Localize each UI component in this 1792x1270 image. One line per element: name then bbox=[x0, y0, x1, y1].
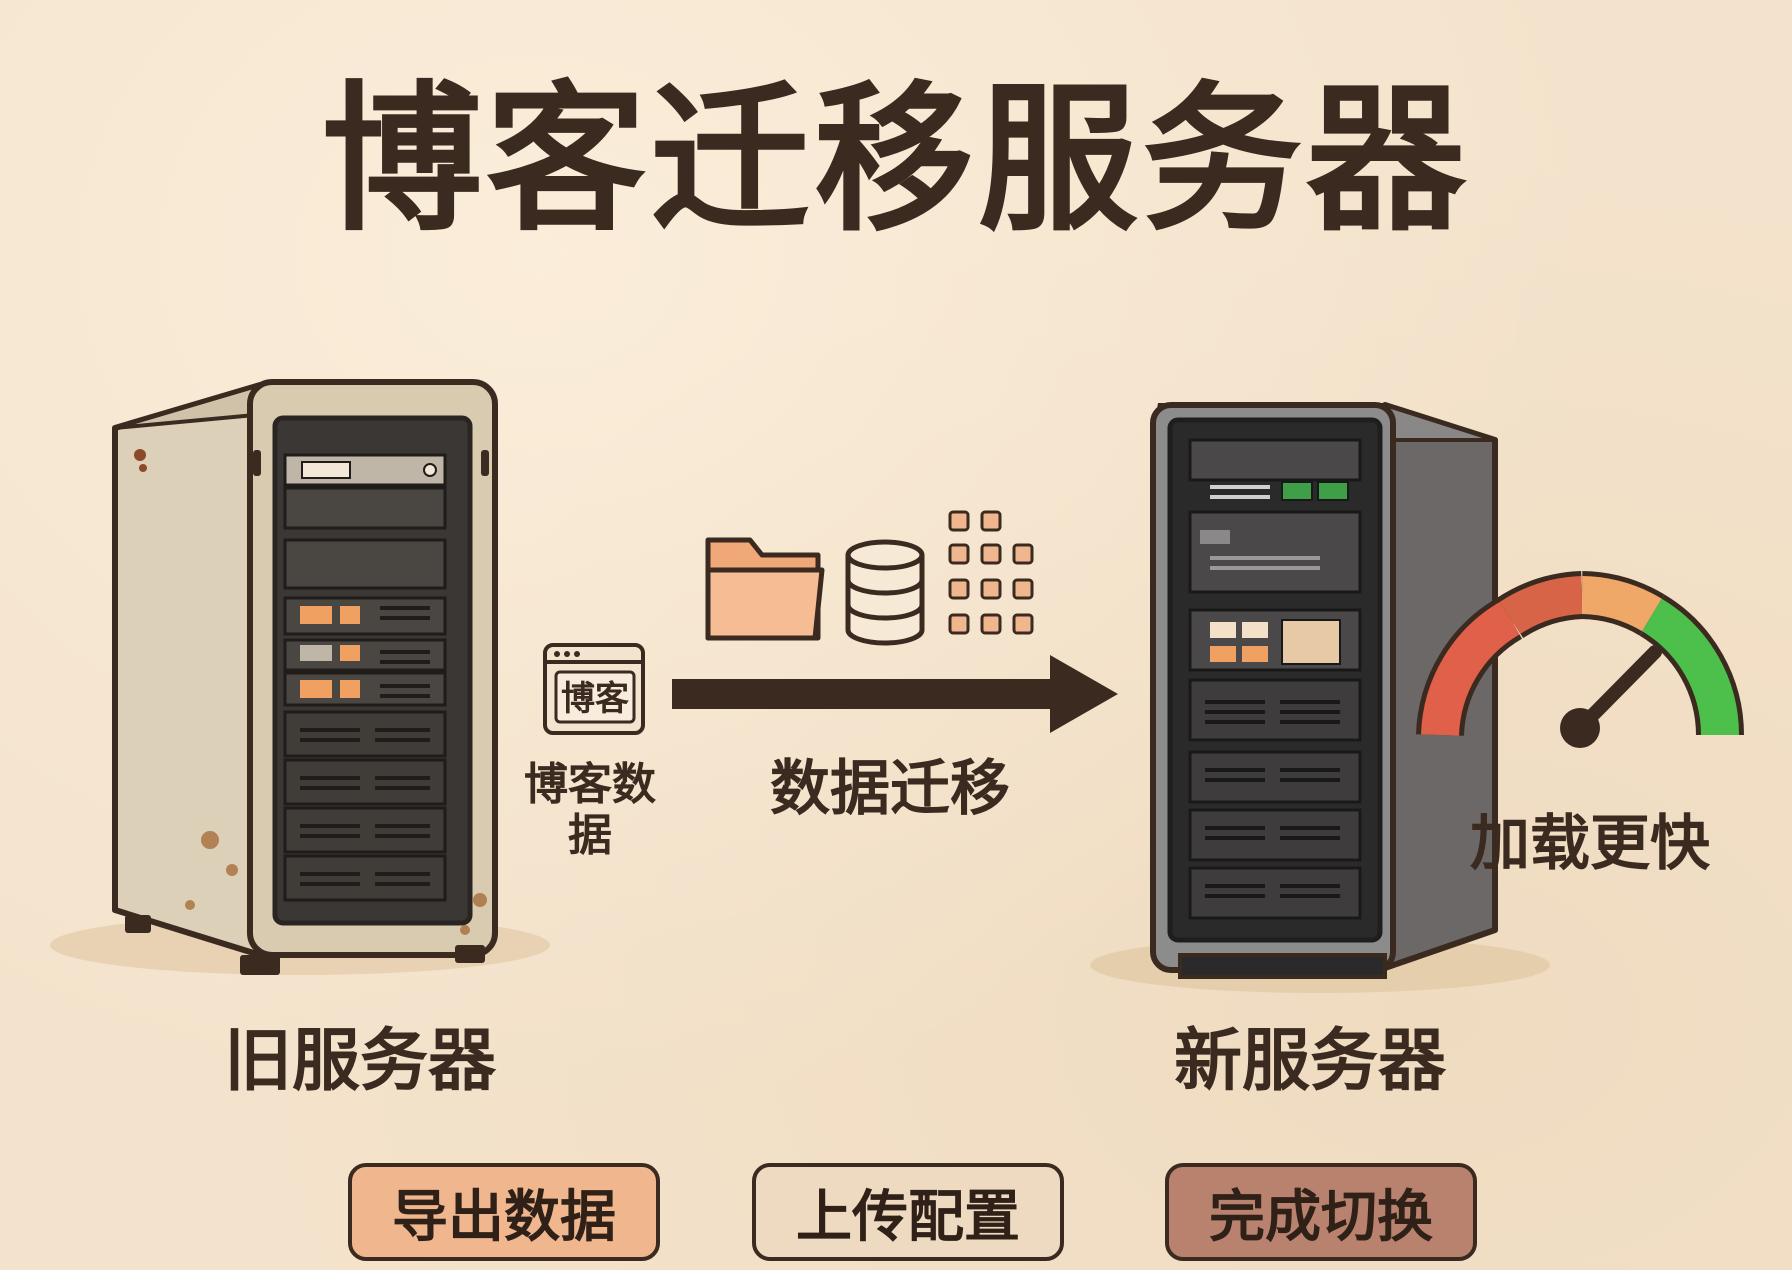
export-data-button[interactable]: 导出数据 bbox=[348, 1163, 660, 1261]
new-server-label: 新服务器 bbox=[1173, 1022, 1446, 1101]
blog-window-icon: 博客 bbox=[543, 643, 645, 735]
speedometer-icon bbox=[1416, 571, 1744, 748]
old-server-label: 旧服务器 bbox=[223, 1022, 496, 1101]
blog-data-label: 博客数据 bbox=[524, 759, 656, 861]
data-blocks-icon bbox=[948, 510, 1034, 635]
blog-icon-text: 博客 bbox=[561, 679, 629, 719]
old-server-icon bbox=[50, 379, 550, 975]
page-title: 博客迁移服务器 bbox=[321, 66, 1470, 253]
database-icon bbox=[845, 539, 925, 646]
migration-label: 数据迁移 bbox=[770, 754, 1010, 824]
upload-config-button[interactable]: 上传配置 bbox=[752, 1163, 1064, 1261]
folder-icon bbox=[705, 537, 825, 641]
complete-switch-button[interactable]: 完成切换 bbox=[1165, 1163, 1477, 1261]
speed-label: 加载更快 bbox=[1470, 809, 1710, 879]
arrow-right-icon bbox=[672, 655, 1118, 733]
new-server-icon bbox=[1090, 402, 1550, 993]
